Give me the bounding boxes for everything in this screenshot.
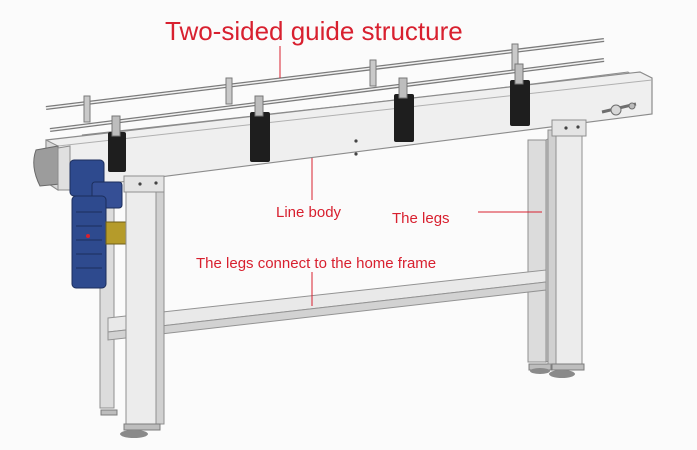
guide-structure-label: Two-sided guide structure (165, 16, 463, 46)
front-right-leg (547, 119, 587, 378)
legs-label: The legs (392, 210, 450, 227)
guide-bracket (510, 63, 530, 126)
guide-bracket (250, 95, 270, 162)
drive-end (33, 145, 71, 191)
guide-bracket (108, 115, 126, 172)
back-guide-brackets (83, 43, 519, 123)
leg-frame-label: The legs connect to the home frame (196, 255, 436, 272)
tail-end-shaft (601, 102, 637, 116)
line-body-label: Line body (276, 204, 342, 221)
front-left-leg (120, 175, 165, 438)
leader-lines (279, 46, 542, 306)
leg-frame-crossbeam (107, 269, 547, 341)
guide-bracket (394, 77, 414, 142)
